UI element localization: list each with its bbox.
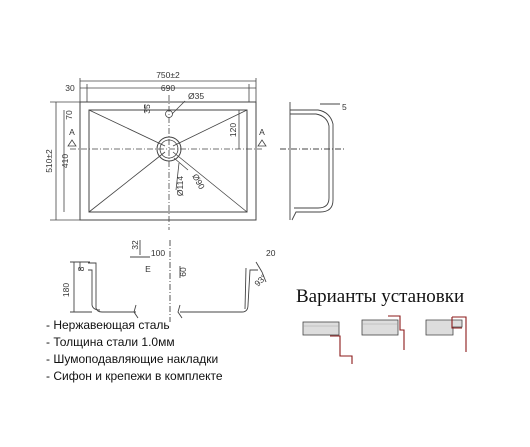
dim-rim-20: 20 — [266, 248, 276, 258]
dim-width-100: 100 — [151, 248, 165, 258]
feature-item: - Нержавеющая сталь — [46, 318, 170, 332]
dim-height-inner: 410 — [60, 154, 70, 168]
dim-angle: 93° — [252, 272, 268, 288]
dim-depth-180: 180 — [61, 283, 71, 297]
feature-item: - Шумоподавляющие накладки — [46, 352, 219, 366]
dim-height-total: 510±2 — [44, 149, 54, 173]
section-labels: 32 100 60 180 8 20 93° E — [61, 240, 276, 297]
dim-width-inner: 690 — [161, 83, 175, 93]
dim-side-rim: 5 — [342, 102, 347, 112]
feature-item: - Толщина стали 1.0мм — [46, 335, 175, 349]
dim-drain-offset: 35 — [142, 104, 152, 114]
features-list: - Нержавеющая сталь - Толщина стали 1.0м… — [46, 317, 223, 385]
section-mark-right: A — [259, 127, 265, 137]
dim-drain-diameter: Ø35 — [188, 91, 204, 101]
dim-flange: 32 — [130, 240, 140, 250]
dim-right-offset: 120 — [228, 123, 238, 137]
section-mark-left: A — [69, 127, 75, 137]
dim-drain-114: Ø114 — [175, 176, 185, 196]
section-view — [70, 240, 267, 322]
install-variant-2 — [361, 315, 405, 350]
install-variant-3 — [425, 316, 467, 352]
dim-depth-8: 8 — [76, 266, 86, 271]
dim-top-margin: 70 — [64, 110, 74, 120]
label-e: E — [145, 264, 151, 274]
top-view-labels: 750±2 690 30 Ø35 35 70 120 510±2 410 Ø90… — [44, 70, 265, 196]
dim-depth-small: 60 — [178, 267, 188, 277]
dim-drain-90: Ø90 — [190, 172, 207, 191]
dim-width-total: 750±2 — [156, 70, 180, 80]
installation-title: Варианты установки — [296, 286, 465, 307]
install-variant-1 — [302, 321, 353, 364]
feature-item: - Сифон и крепежи в комплекте — [46, 369, 223, 383]
dim-left-offset: 30 — [65, 83, 75, 93]
side-view — [280, 102, 345, 221]
top-view — [50, 78, 267, 230]
